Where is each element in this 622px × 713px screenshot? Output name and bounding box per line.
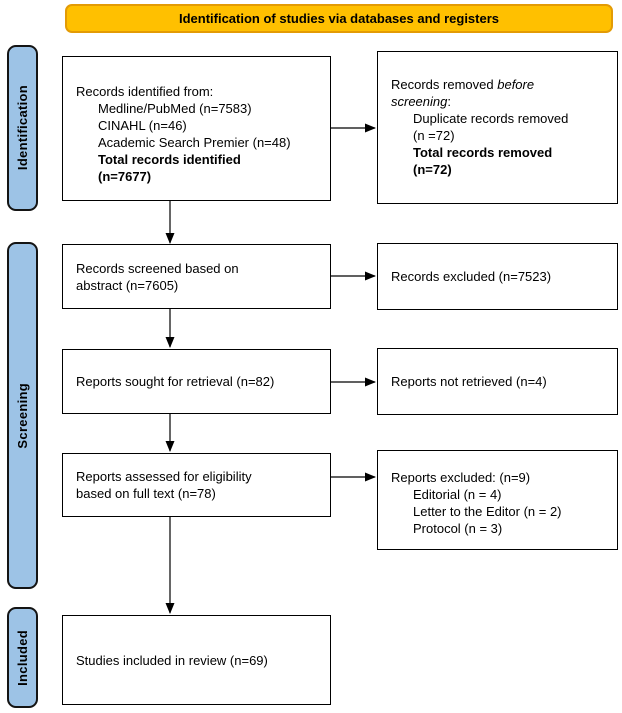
box-records-identified: Records identified from: Medline/PubMed … [62,56,331,201]
box-text: Reports sought for retrieval (n=82) [76,374,275,389]
box-title: Records removed before [391,76,611,93]
title-normal: : [447,94,451,109]
box-text: Records screened based on abstract (n=76… [76,260,239,293]
box-title: screening: [391,93,611,110]
excluded-item: Protocol (n = 3) [413,521,503,536]
excluded-item: Letter to the Editor (n = 2) [413,504,562,519]
box-reports-assessed: Reports assessed for eligibility based o… [62,453,331,517]
excluded-item: Editorial (n = 4) [413,487,502,502]
stage-label-text: Screening [15,382,30,449]
total-line: (n=72) [413,162,452,177]
box-text: Records excluded (n=7523) [391,269,552,284]
removed-item: (n =72) [413,128,455,143]
source-item: Medline/PubMed (n=7583) [98,101,252,116]
stage-label-screening: Screening [7,242,38,589]
box-text: Studies included in review (n=69) [76,652,268,668]
total-line: (n=7677) [98,169,152,184]
title-italic: before [497,77,535,92]
box-records-excluded: Records excluded (n=7523) [377,243,618,310]
box-records-screened: Records screened based on abstract (n=76… [62,244,331,309]
box-text: Reports assessed for eligibility based o… [76,469,252,501]
banner-label: Identification of studies via databases … [178,11,500,26]
title-italic: screening [391,94,448,109]
box-title: Reports excluded: (n=9) [391,470,531,485]
stage-label-identification: Identification [7,45,38,211]
stage-label-text: Included [15,629,30,686]
stage-label-included: Included [7,607,38,708]
total-line: Total records removed [413,145,553,160]
title-normal: Records removed [391,77,494,92]
source-item: CINAHL (n=46) [98,118,187,133]
box-reports-excluded: Reports excluded: (n=9) Editorial (n = 4… [377,450,618,550]
box-records-removed: Records removed before screening: Duplic… [377,51,618,204]
stage-label-text: Identification [15,85,30,171]
box-title: Records identified from: [76,84,214,99]
source-item: Academic Search Premier (n=48) [98,135,291,150]
total-line: Total records identified [98,152,241,167]
removed-item: Duplicate records removed [413,111,569,126]
box-studies-included: Studies included in review (n=69) [62,615,331,705]
box-text: Reports not retrieved (n=4) [391,374,547,389]
box-reports-not-retrieved: Reports not retrieved (n=4) [377,348,618,415]
box-reports-sought: Reports sought for retrieval (n=82) [62,349,331,414]
banner-identification-via-databases: Identification of studies via databases … [65,4,613,33]
